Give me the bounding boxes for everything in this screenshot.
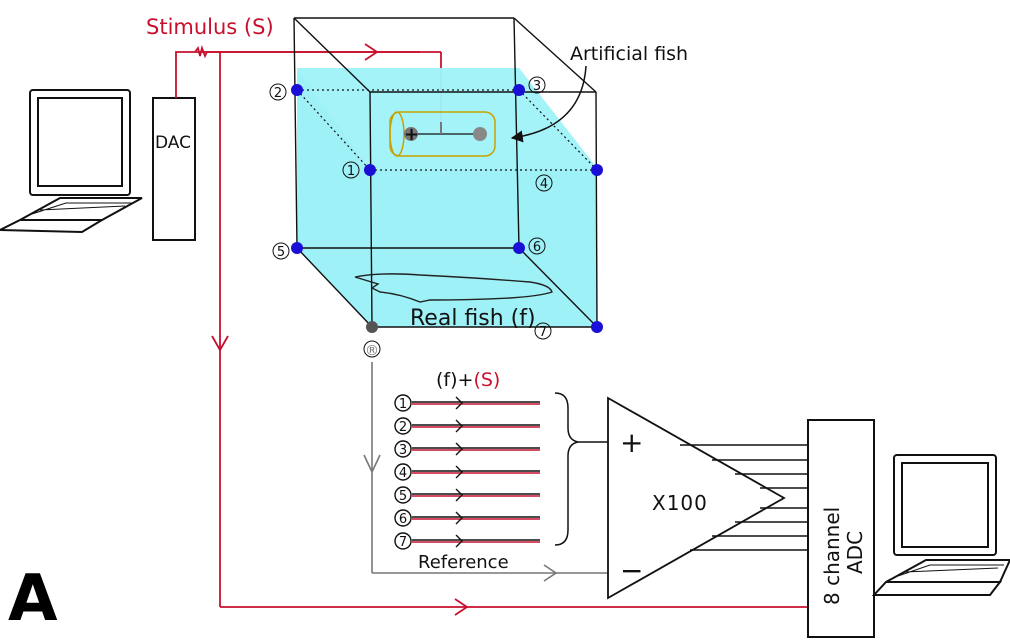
electrode-dot-7 <box>591 321 603 333</box>
adc-label-line1: 8 channel <box>820 507 844 605</box>
stimulus-wiring <box>175 43 808 616</box>
wire-label-7: 7 <box>399 535 407 550</box>
amp-to-adc-lines <box>680 444 808 551</box>
tank-label-7: 7 <box>539 325 547 340</box>
real-fish-label: Real fish (f) <box>410 306 536 331</box>
dac-label: DAC <box>155 133 191 153</box>
dac-box <box>152 97 196 241</box>
signal-sum-label: (f)+(S) <box>436 369 500 391</box>
wire-label-1: 1 <box>399 397 407 412</box>
adc-box <box>807 419 875 638</box>
artificial-fish-label: Artificial fish <box>570 43 688 65</box>
electrode-dot-3 <box>513 84 525 96</box>
tank-label-3: 3 <box>533 79 541 94</box>
panel-letter: A <box>8 562 58 636</box>
wire-label-3: 3 <box>399 443 407 458</box>
svg-text:+: + <box>404 124 419 145</box>
right-computer-icon <box>871 454 1010 596</box>
amplifier-plus: + <box>620 426 643 459</box>
electrode-wires <box>394 394 540 550</box>
adc-label-line2: ADC <box>843 531 867 574</box>
artificial-fish-pointer <box>510 65 587 143</box>
artificial-fish: + <box>389 111 496 157</box>
reference-wire <box>363 362 608 582</box>
electrode-dots <box>291 84 603 333</box>
electrode-dot-4 <box>591 164 603 176</box>
wire-label-4: 4 <box>399 466 407 481</box>
amplifier <box>607 396 786 600</box>
tank-label-1: 1 <box>347 164 355 179</box>
tank-electrode-labels <box>269 76 553 358</box>
amplifier-gain-label: X100 <box>652 491 708 515</box>
tank-label-2: 2 <box>274 86 282 101</box>
wire-label-5: 5 <box>399 489 407 504</box>
electrode-dot-6 <box>513 242 525 254</box>
fish-tank <box>293 17 598 328</box>
electrode-dot-5 <box>291 242 303 254</box>
tank-label-5: 5 <box>277 245 285 260</box>
electrode-dot-2 <box>291 84 303 96</box>
left-computer-icon <box>0 89 143 234</box>
wire-label-2: 2 <box>399 420 407 435</box>
wire-label-6: 6 <box>399 512 407 527</box>
reference-label: Reference <box>418 552 509 573</box>
tank-label-6: 6 <box>533 240 541 255</box>
electrode-dot-1 <box>364 164 376 176</box>
stimulus-label: Stimulus (S) <box>146 15 274 39</box>
reference-marker: ® <box>365 343 379 359</box>
tank-label-4: 4 <box>540 177 548 192</box>
wire-bundle-brace <box>554 392 579 546</box>
real-fish-icon <box>354 273 553 303</box>
amplifier-minus: − <box>620 554 643 587</box>
reference-dot <box>366 321 378 333</box>
